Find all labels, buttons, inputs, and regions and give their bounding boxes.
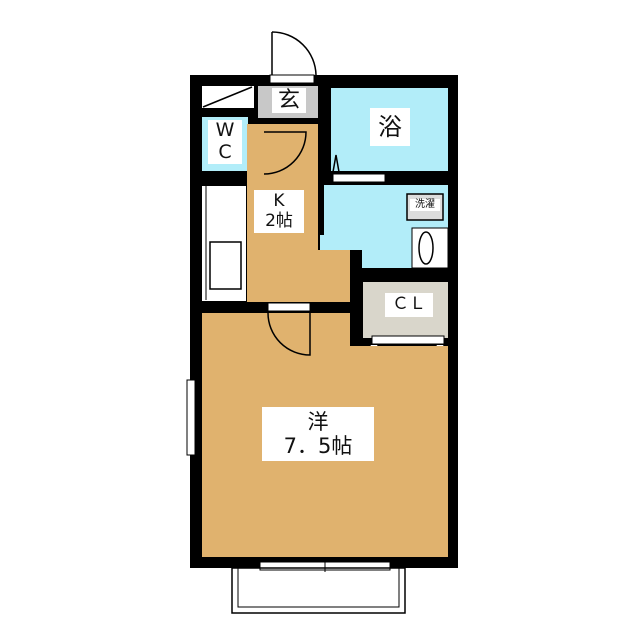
kitchen-label-line1: K (273, 191, 285, 211)
wc-label-line2: C (218, 140, 232, 163)
sink (209, 241, 242, 290)
side-window (186, 379, 196, 456)
entrance-label: 玄 (272, 88, 306, 114)
wc-label-line1: W (215, 119, 235, 141)
balcony (231, 567, 406, 614)
kitchen-label: K 2帖 (254, 190, 304, 234)
laundry-label: 洗濯 (410, 199, 440, 211)
western-room-label-line2: 7．5帖 (283, 434, 353, 459)
closet-label: ＣＬ (385, 293, 433, 317)
entrance-door (271, 31, 317, 76)
wc-label: W C (208, 119, 242, 164)
western-room-label-line1: 洋 (307, 410, 329, 434)
bath-label: 浴 (370, 108, 410, 146)
western-room-label: 洋 7．5帖 (262, 407, 374, 462)
kitchen-label-line2: 2帖 (265, 210, 293, 231)
